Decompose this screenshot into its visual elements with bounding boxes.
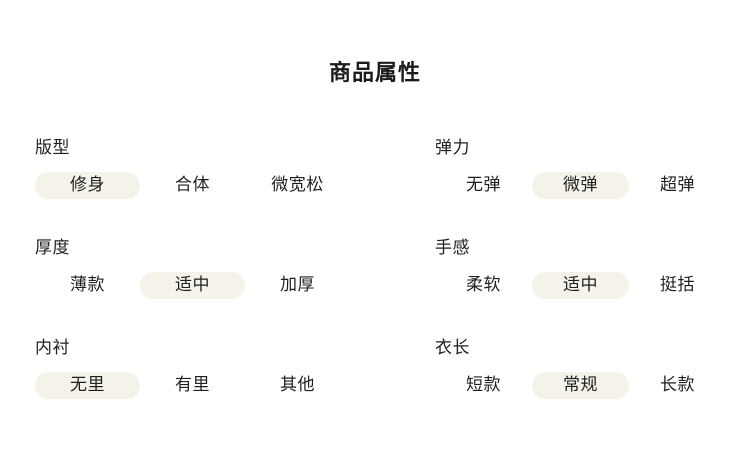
attribute-option-lining-2[interactable]: 其他 xyxy=(280,375,315,395)
attribute-group-handfeel: 手感 柔软 适中 挺括 xyxy=(400,236,750,336)
attribute-group-length: 衣长 短款 常规 长款 xyxy=(400,336,750,436)
attribute-option-length-0[interactable]: 短款 xyxy=(466,375,501,395)
attribute-group-fit: 版型 修身 合体 微宽松 xyxy=(0,136,400,236)
attribute-option-thickness-1[interactable]: 适中 xyxy=(140,272,245,299)
attribute-option-handfeel-1[interactable]: 适中 xyxy=(532,272,629,299)
attribute-option-thickness-0[interactable]: 薄款 xyxy=(70,275,105,295)
attribute-options-elasticity: 无弹 微弹 超弹 xyxy=(435,172,735,199)
attribute-option-fit-1[interactable]: 合体 xyxy=(175,175,210,195)
attribute-label-fit: 版型 xyxy=(35,138,70,158)
attribute-option-length-1[interactable]: 常规 xyxy=(532,372,629,399)
attribute-options-handfeel: 柔软 适中 挺括 xyxy=(435,272,735,299)
attribute-options-thickness: 薄款 适中 加厚 xyxy=(35,272,385,299)
attribute-option-lining-1[interactable]: 有里 xyxy=(175,375,210,395)
attribute-option-lining-0[interactable]: 无里 xyxy=(35,372,140,399)
attribute-options-lining: 无里 有里 其他 xyxy=(35,372,385,399)
attribute-option-elasticity-1[interactable]: 微弹 xyxy=(532,172,629,199)
attribute-option-fit-2[interactable]: 微宽松 xyxy=(271,175,324,195)
attribute-label-elasticity: 弹力 xyxy=(435,138,470,158)
attribute-option-handfeel-0[interactable]: 柔软 xyxy=(466,275,501,295)
attribute-option-length-2[interactable]: 长款 xyxy=(660,375,695,395)
attribute-option-elasticity-2[interactable]: 超弹 xyxy=(660,175,695,195)
attribute-group-lining: 内衬 无里 有里 其他 xyxy=(0,336,400,436)
attribute-option-elasticity-0[interactable]: 无弹 xyxy=(466,175,501,195)
attribute-option-handfeel-2[interactable]: 挺括 xyxy=(660,275,695,295)
attribute-option-fit-0[interactable]: 修身 xyxy=(35,172,140,199)
attribute-options-fit: 修身 合体 微宽松 xyxy=(35,172,385,199)
attributes-grid: 版型 修身 合体 微宽松 弹力 无弹 微弹 超弹 厚度 薄款 适中 加厚 xyxy=(0,136,750,436)
attribute-label-thickness: 厚度 xyxy=(35,238,70,258)
attribute-group-thickness: 厚度 薄款 适中 加厚 xyxy=(0,236,400,336)
attribute-options-length: 短款 常规 长款 xyxy=(435,372,735,399)
attribute-label-handfeel: 手感 xyxy=(435,238,470,258)
attribute-group-elasticity: 弹力 无弹 微弹 超弹 xyxy=(400,136,750,236)
attribute-label-length: 衣长 xyxy=(435,338,470,358)
page-title: 商品属性 xyxy=(328,61,421,86)
attribute-label-lining: 内衬 xyxy=(35,338,70,358)
attribute-option-thickness-2[interactable]: 加厚 xyxy=(280,275,315,295)
